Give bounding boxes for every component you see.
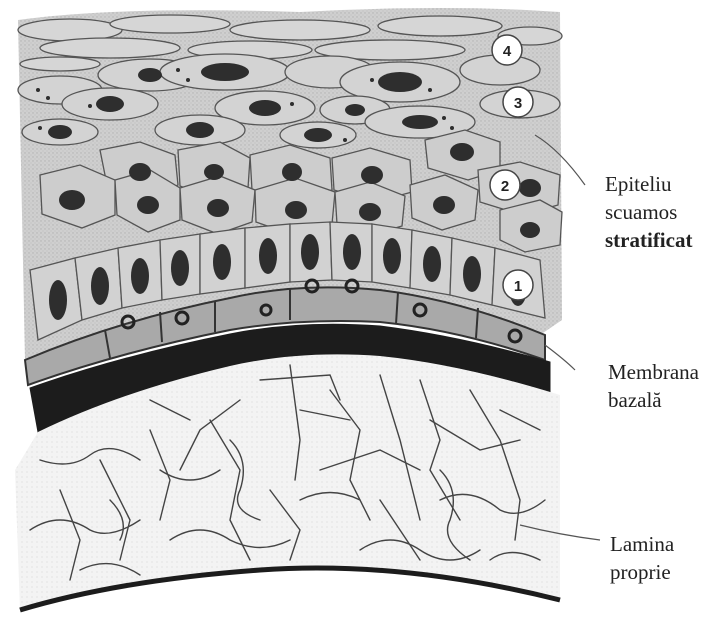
marker-1-text: 1	[514, 278, 522, 295]
label-lamina-line-1: Lamina	[610, 530, 674, 558]
layer-marker-4: 4	[492, 35, 522, 65]
marker-2-text: 2	[501, 178, 509, 195]
label-epithelium-line-1: Epiteliu	[605, 170, 692, 198]
label-epithelium-line-2: scuamos	[605, 198, 692, 226]
label-membrane-line-1: Membrana	[608, 358, 699, 386]
label-epithelium: Epiteliu scuamos stratificat	[605, 170, 692, 254]
label-lamina: Lamina proprie	[610, 530, 674, 586]
marker-3-text: 3	[514, 95, 522, 112]
layer-marker-2: 2	[490, 170, 520, 200]
layer-marker-1: 1	[503, 270, 533, 300]
marker-4-text: 4	[503, 43, 512, 60]
label-membrane-line-2: bazală	[608, 386, 699, 414]
label-epithelium-line-3: stratificat	[605, 226, 692, 254]
layer-marker-3: 3	[503, 87, 533, 117]
label-membrane: Membrana bazală	[608, 358, 699, 414]
label-lamina-line-2: proprie	[610, 558, 674, 586]
